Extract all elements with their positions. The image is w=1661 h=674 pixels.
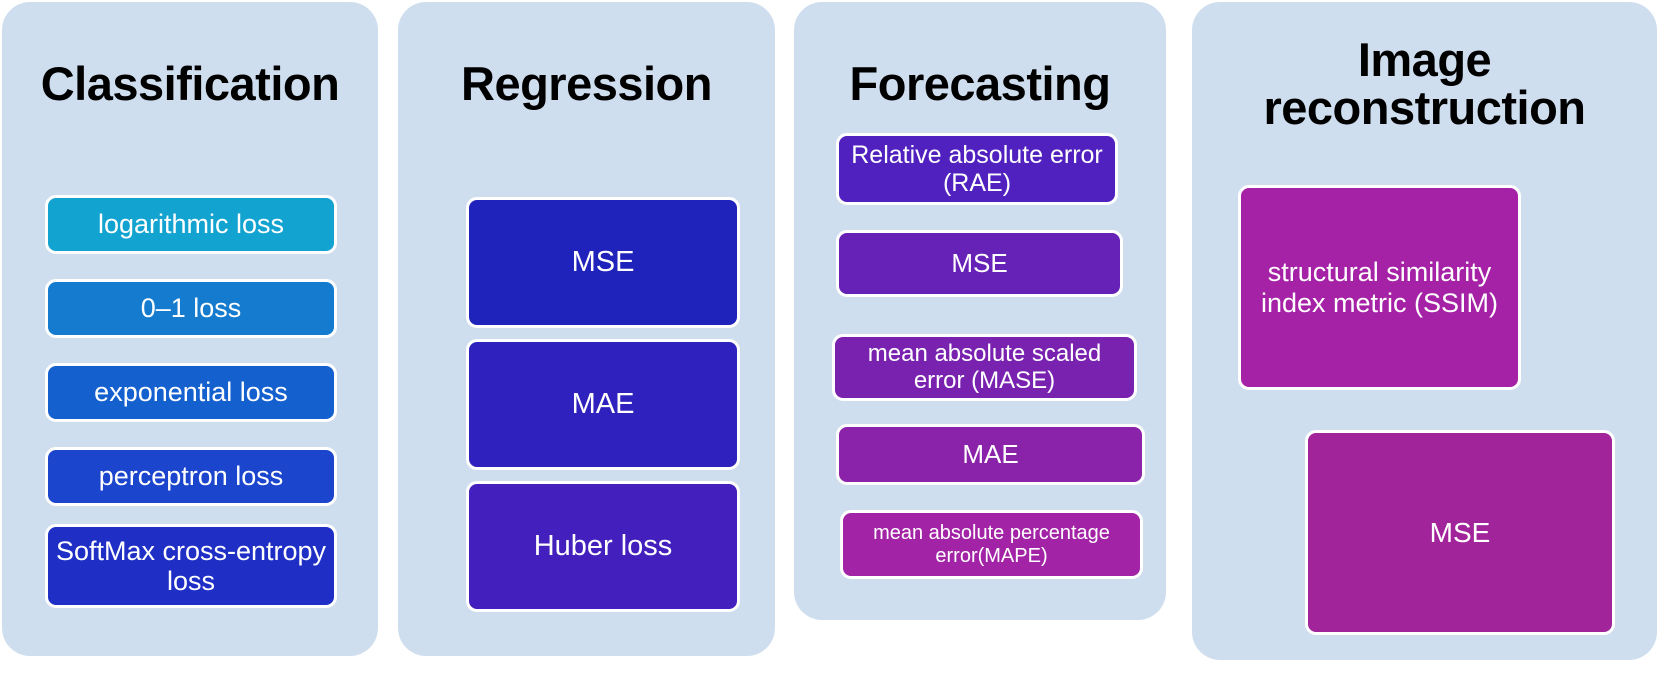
metric-box: structural similarity index metric (SSIM… [1238, 185, 1521, 390]
category-title-regression: Regression [461, 57, 712, 110]
metric-box: Relative absolute error (RAE) [836, 133, 1118, 205]
metric-box: logarithmic loss [45, 195, 337, 254]
metric-box: Huber loss [466, 481, 740, 612]
metric-box: 0–1 loss [45, 279, 337, 338]
metric-box: MSE [836, 230, 1123, 297]
metric-box: mean absolute percentage error(MAPE) [840, 510, 1143, 579]
category-panel-classification: Classification logarithmic loss 0–1 loss ex… [2, 2, 378, 656]
category-title-image-reconstruction: Image reconstruction [1263, 33, 1586, 134]
metric-box: mean absolute scaled error (MASE) [832, 334, 1137, 401]
category-title-forecasting: Forecasting [849, 57, 1111, 110]
metric-box: perceptron loss [45, 447, 337, 506]
metric-box: SoftMax cross-entropy loss [45, 524, 337, 608]
metric-box: MSE [1305, 430, 1615, 635]
metric-box: MSE [466, 197, 740, 328]
metric-box: exponential loss [45, 363, 337, 422]
category-title-classification: Classification [40, 57, 340, 110]
metric-box: MAE [836, 424, 1145, 485]
category-panel-image-reconstruction: Image reconstruction structural similarit… [1192, 2, 1657, 660]
metric-box: MAE [466, 339, 740, 470]
